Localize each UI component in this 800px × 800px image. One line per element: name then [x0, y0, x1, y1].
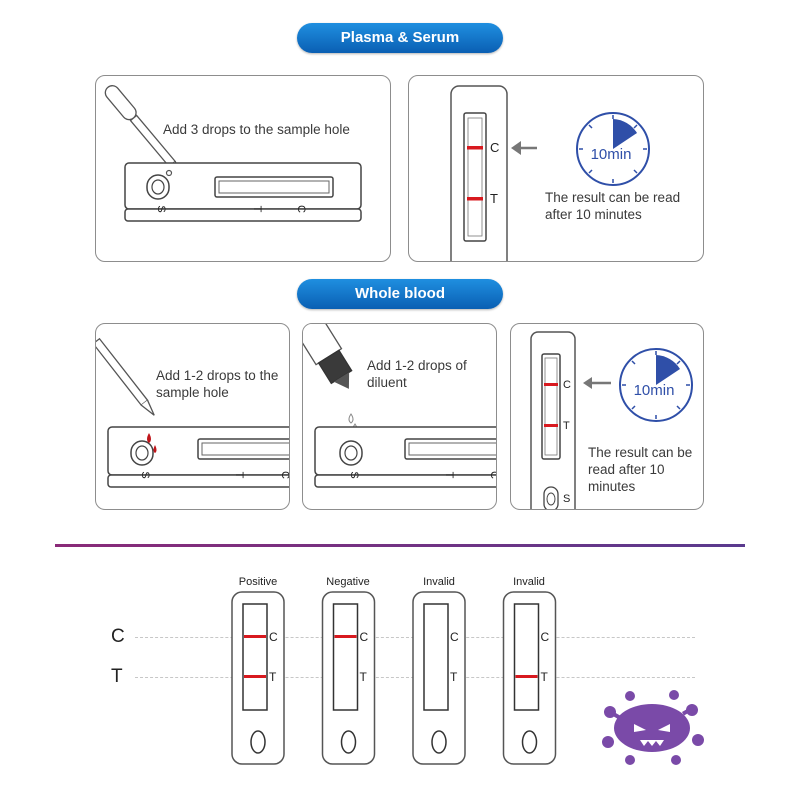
- label-t: T: [490, 191, 498, 206]
- plasma-step1-panel: Add 3 drops to the sample hole S T C: [95, 75, 391, 262]
- c-line: [467, 146, 483, 150]
- label-c: C: [269, 630, 278, 644]
- test-cassette: [124, 162, 362, 222]
- result-card-positive: CT: [231, 591, 285, 765]
- test-cassette: S T C: [107, 426, 290, 488]
- c-line: [334, 635, 357, 638]
- pipette-icon: [96, 337, 155, 443]
- label-c: C: [279, 471, 290, 479]
- label-t: T: [251, 206, 263, 213]
- blood-result-text: The result can be read after 10 minutes: [588, 445, 693, 494]
- sample-well: [431, 730, 447, 754]
- card-label-positive: Positive: [238, 576, 278, 588]
- sample-well: [521, 730, 538, 754]
- dropper-bottle-icon: [303, 324, 358, 434]
- label-c: C: [450, 630, 459, 644]
- sample-well: [340, 730, 357, 754]
- label-c: C: [295, 205, 307, 213]
- label-s: S: [563, 493, 570, 505]
- label-t: T: [450, 670, 458, 684]
- label-t: T: [269, 670, 277, 684]
- plasma-serum-header: Plasma & Serum: [297, 23, 503, 53]
- plasma-result-panel: C T 10min The result can be read after 1…: [408, 75, 704, 262]
- virus-icon: [602, 690, 704, 765]
- t-line: [467, 197, 483, 201]
- arrow-left-icon: [583, 377, 611, 389]
- cassette-labels: S T C: [155, 205, 307, 213]
- t-line: [244, 675, 266, 678]
- result-window: [242, 603, 268, 711]
- label-c: C: [563, 379, 571, 391]
- blood-step2-panel: Add 1-2 drops of diluent S T C: [302, 323, 497, 510]
- arrow-left-icon: [511, 141, 537, 155]
- result-window: [332, 603, 359, 711]
- t-line: [544, 424, 558, 427]
- section-divider: [55, 544, 745, 547]
- result-window: [423, 603, 449, 711]
- label-t: T: [443, 472, 455, 479]
- result-card-invalid-1: CT: [412, 591, 466, 765]
- label-c: C: [541, 630, 550, 644]
- blood-step1-text: Add 1-2 drops to the sample hole: [156, 368, 279, 400]
- label-c: C: [490, 140, 499, 155]
- blood-step2-text: Add 1-2 drops of diluent: [367, 358, 467, 390]
- label-t: T: [541, 670, 549, 684]
- cassette-vertical: C T: [450, 85, 508, 261]
- label-t: T: [233, 472, 245, 479]
- card-label-invalid-1: Invalid: [423, 576, 455, 588]
- label-c: C: [360, 630, 369, 644]
- row-label-t: T: [111, 666, 123, 687]
- cassette-vertical: C T S: [530, 331, 576, 509]
- timer-icon: 10min: [576, 112, 650, 186]
- label-s: S: [139, 471, 151, 478]
- whole-blood-header: Whole blood: [297, 279, 503, 309]
- blood-step1-panel: Add 1-2 drops to the sample hole S T C: [95, 323, 290, 510]
- t-line: [515, 675, 538, 678]
- label-s: S: [155, 205, 167, 212]
- c-line: [244, 635, 266, 638]
- card-label-invalid-2: Invalid: [513, 576, 545, 588]
- result-card-negative: CT: [321, 591, 376, 765]
- test-cassette: S T C: [314, 426, 497, 488]
- result-window: [513, 603, 540, 711]
- timer-icon: 10min: [619, 348, 693, 422]
- label-t: T: [360, 670, 368, 684]
- label-s: S: [348, 471, 360, 478]
- plasma-step1-text: Add 3 drops to the sample hole: [163, 122, 350, 137]
- blood-result-panel: C T S 10min The result can be read after…: [510, 323, 704, 510]
- label-c: C: [488, 471, 497, 479]
- label-t: T: [563, 420, 570, 432]
- sample-well: [250, 730, 266, 754]
- timer-text: 10min: [591, 146, 632, 163]
- plasma-result-text: The result can be read after 10 minutes: [545, 190, 681, 222]
- timer-text: 10min: [634, 382, 675, 399]
- result-card-invalid-2: CT: [502, 591, 557, 765]
- card-label-negative: Negative: [326, 576, 370, 588]
- row-label-c: C: [111, 626, 125, 647]
- c-line: [544, 383, 558, 386]
